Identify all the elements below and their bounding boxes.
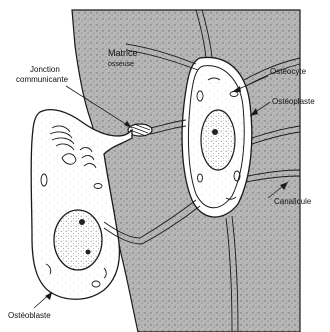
osteoblast-nucleus <box>54 210 102 270</box>
label-osteoplast: Ostéoplaste <box>272 97 315 106</box>
label-canaliculus: Canalicule <box>274 197 312 206</box>
osteoblast-nucleolus-1 <box>79 219 85 225</box>
label-osteocyte: Ostéocyte <box>270 67 307 76</box>
label-osteoblast: Ostéoblaste <box>8 311 51 320</box>
label-matrix-line1: Matrice <box>108 48 138 58</box>
label-matrix-line2: osseuse <box>108 61 134 68</box>
label-gap-junction-line1: Jonction <box>30 65 60 74</box>
osteocyte-nucleolus <box>212 129 218 135</box>
osteocyte-nucleus <box>201 110 235 170</box>
label-gap-junction-line2: communicante <box>16 75 69 84</box>
osteoblast-nucleolus-2 <box>86 250 91 255</box>
